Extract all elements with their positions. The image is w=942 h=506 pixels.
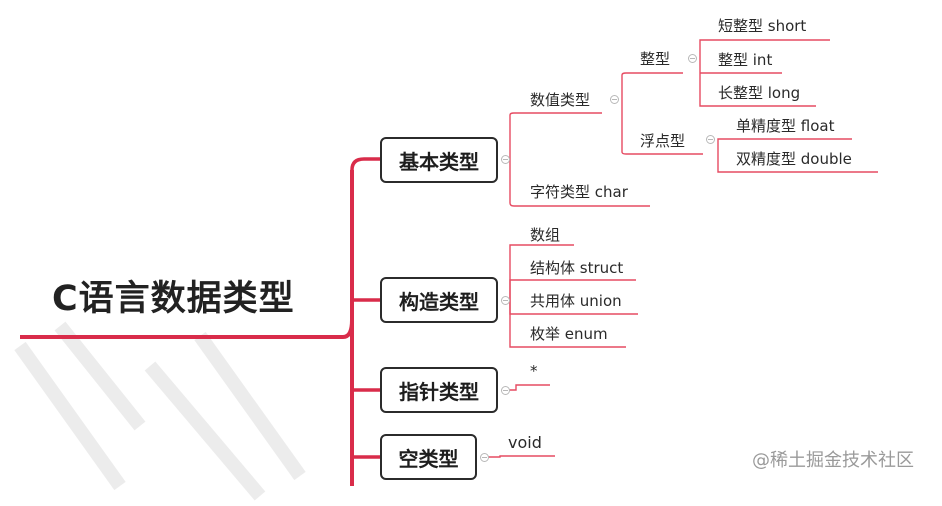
node-constructed-types[interactable]: 构造类型 (380, 277, 498, 323)
link-void (486, 455, 555, 458)
node-void-type[interactable]: 空类型 (380, 434, 477, 480)
leaf-struct[interactable]: 结构体 struct (530, 259, 624, 277)
collapse-toggle-icon[interactable] (501, 155, 510, 164)
trunk-join (342, 319, 354, 339)
link-integer (621, 72, 683, 113)
leaf-double[interactable]: 双精度型 double (736, 150, 852, 168)
background-watermark-strokes (14, 321, 306, 501)
link-pointer-symbol (506, 384, 550, 391)
leaf-float[interactable]: 单精度型 float (736, 117, 835, 135)
collapse-toggle-icon[interactable] (480, 453, 489, 462)
link-enum (509, 300, 626, 348)
branch-basic (350, 157, 382, 171)
collapse-toggle-icon[interactable] (610, 95, 619, 104)
node-constructed-types-label: 构造类型 (399, 289, 479, 314)
leaf-short[interactable]: 短整型 short (718, 17, 807, 35)
link-float (717, 138, 852, 154)
collapse-toggle-icon[interactable] (706, 135, 715, 144)
link-floating (621, 113, 703, 155)
link-short (699, 39, 830, 73)
node-basic-types-label: 基本类型 (399, 149, 479, 174)
node-basic-types[interactable]: 基本类型 (380, 137, 498, 183)
leaf-union[interactable]: 共用体 union (530, 292, 622, 310)
node-void-type-label: 空类型 (398, 446, 459, 471)
leaf-char[interactable]: 字符类型 char (530, 183, 628, 201)
node-numeric-types[interactable]: 数值类型 (530, 91, 591, 109)
node-pointer-types[interactable]: 指针类型 (380, 367, 498, 413)
leaf-pointer-symbol[interactable]: * (530, 362, 538, 380)
leaf-void[interactable]: void (508, 433, 542, 452)
node-pointer-types-label: 指针类型 (399, 379, 479, 404)
site-watermark: @稀土掘金技术社区 (752, 450, 914, 471)
collapse-toggle-icon[interactable] (501, 386, 510, 395)
root-title: C语言数据类型 (52, 279, 295, 319)
node-floating[interactable]: 浮点型 (640, 132, 686, 150)
link-char (509, 160, 650, 207)
link-numeric (509, 112, 602, 160)
collapse-toggle-icon[interactable] (688, 54, 697, 63)
link-struct (509, 279, 636, 300)
node-integer[interactable]: 整型 (640, 50, 671, 68)
link-long (699, 73, 816, 107)
collapse-toggle-icon[interactable] (501, 296, 510, 305)
leaf-array[interactable]: 数组 (530, 226, 561, 244)
leaf-int[interactable]: 整型 int (718, 51, 773, 69)
leaf-enum[interactable]: 枚举 enum (530, 325, 608, 343)
link-double (717, 154, 878, 173)
leaf-long[interactable]: 长整型 long (718, 84, 801, 102)
